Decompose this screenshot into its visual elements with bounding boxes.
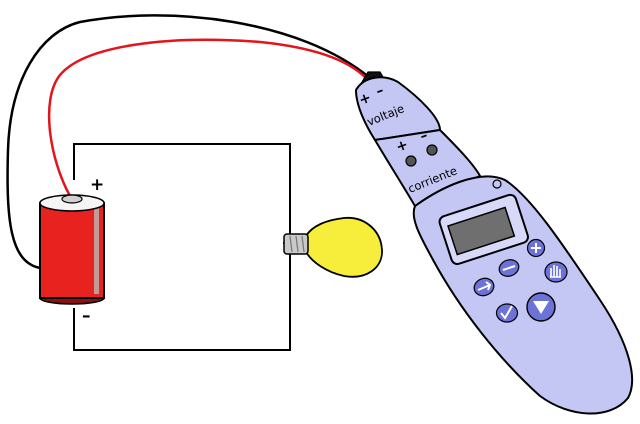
hand-icon (550, 265, 561, 278)
multimeter-icon (354, 71, 634, 415)
meter-display (438, 193, 529, 265)
hand-button[interactable] (544, 261, 568, 283)
red-probe-wire (47, 38, 367, 197)
black-probe-wire (6, 14, 371, 270)
plus-button[interactable] (526, 238, 546, 258)
battery-minus-label: – (82, 306, 91, 326)
minus-button[interactable] (497, 257, 521, 279)
current-plus-jack[interactable] (405, 155, 417, 167)
meter-body (412, 175, 634, 415)
plus-icon (531, 243, 541, 253)
triangle-down-icon (533, 301, 549, 314)
circuit-wire (73, 143, 291, 351)
triangle-down-button[interactable] (526, 292, 556, 322)
battery-icon (39, 194, 105, 305)
voltage-sensor (354, 76, 442, 142)
battery-plus-label: + (90, 175, 104, 195)
light-bulb-icon (283, 217, 383, 278)
arrow-right-icon (477, 281, 492, 291)
minus-icon (502, 265, 516, 271)
check-button[interactable] (495, 303, 519, 323)
check-icon (500, 305, 513, 320)
voltage-plus-label: + (357, 90, 373, 109)
current-plus-label: + (394, 137, 410, 156)
arrow-right-button[interactable] (472, 276, 497, 299)
current-minus-jack[interactable] (426, 144, 438, 156)
